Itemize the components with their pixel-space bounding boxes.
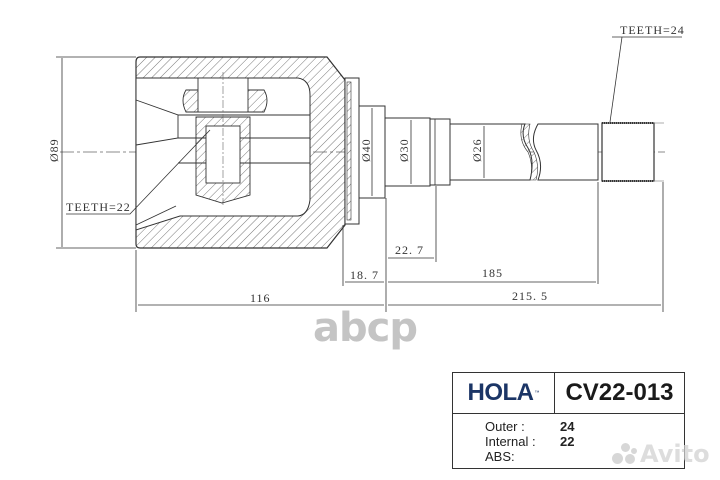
dim-22-7: 22. 7 xyxy=(395,243,424,257)
diameter-30-label: Ø30 xyxy=(397,138,411,162)
dim-215-5: 215. 5 xyxy=(512,289,548,303)
spec-label: Outer : xyxy=(485,419,525,434)
dim-18-7: 18. 7 xyxy=(350,268,379,282)
avito-watermark: Avito xyxy=(612,440,710,468)
dim-116: 116 xyxy=(250,291,271,305)
spec-label: Internal : xyxy=(485,434,536,449)
abcp-watermark: abcp xyxy=(313,305,418,351)
part-number: CV22-013 xyxy=(565,379,674,406)
avito-text: Avito xyxy=(640,440,710,468)
spec-value: 24 xyxy=(560,419,575,434)
leader-lines xyxy=(66,36,682,215)
flange xyxy=(344,77,386,225)
brand-name: HOLA xyxy=(467,379,535,406)
length-dimensions xyxy=(135,182,664,312)
spec-value: 22 xyxy=(560,434,575,449)
teeth-outer-label: TEETH=24 xyxy=(620,23,685,37)
trademark-icon: ™ xyxy=(534,390,540,396)
spec-label: ABS: xyxy=(485,449,515,464)
avito-logo-icon xyxy=(612,443,638,465)
diameter-40-label: Ø40 xyxy=(359,138,373,162)
teeth-inner-label: TEETH=22 xyxy=(66,200,131,214)
diameter-26-label: Ø26 xyxy=(470,138,484,162)
housing xyxy=(135,56,346,249)
diameter-89-label: Ø89 xyxy=(47,138,61,162)
dim-185: 185 xyxy=(482,266,503,280)
shaft xyxy=(384,117,664,187)
diameter-dimensions xyxy=(56,56,485,249)
